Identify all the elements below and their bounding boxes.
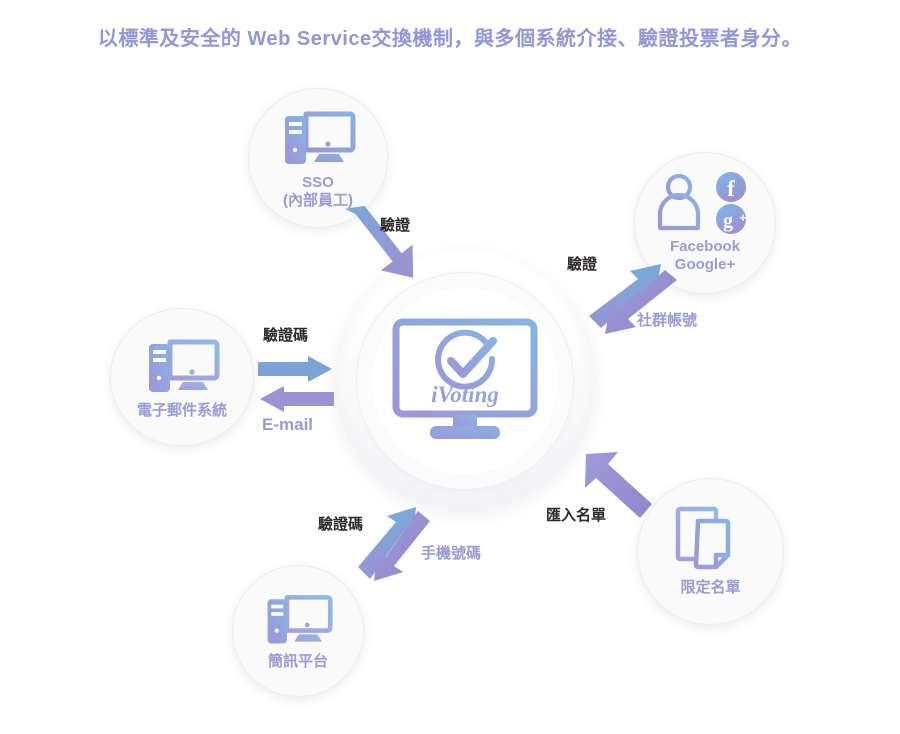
node-social-label: Facebook Google+: [670, 238, 740, 275]
edge-label-roster-import: 匯入名單: [546, 507, 607, 524]
node-social[interactable]: f g + Facebook Google+: [634, 152, 776, 294]
arrow-roster-to-hub: [585, 452, 652, 518]
edge-label-social-account: 社群帳號: [637, 312, 698, 329]
node-sso[interactable]: SSO (內部員工): [248, 88, 388, 228]
svg-text:g: g: [723, 210, 733, 232]
edge-label-email-code: 驗證碼: [263, 327, 309, 344]
node-email-label: 電子郵件系統: [136, 401, 227, 419]
page-title: 以標準及安全的 Web Service交換機制，與多個系統介接、驗證投票者身分。: [97, 28, 803, 50]
node-email[interactable]: 電子郵件系統: [110, 308, 254, 446]
svg-text:f: f: [727, 176, 735, 201]
node-social-label-line2: Google+: [674, 256, 736, 273]
facebook-badge: [716, 171, 746, 202]
node-roster[interactable]: 限定名單: [637, 478, 784, 625]
node-sso-label-line2: (內部員工): [283, 192, 353, 209]
node-sms-label: 簡訊平台: [267, 653, 328, 671]
arrow-email-to-hub: [258, 356, 334, 412]
documents-icon: [675, 507, 730, 570]
node-sso-label: SSO (內部員工): [283, 174, 353, 211]
arrow-hub-to-social: [589, 264, 677, 334]
edge-label-email-name: E-mail: [262, 415, 314, 434]
edge-label-sms-code: 驗證碼: [318, 516, 364, 533]
svg-text:+: +: [739, 210, 747, 225]
node-sso-label-line1: SSO: [302, 173, 334, 191]
edge-label-sso-verify: 驗證: [380, 217, 411, 234]
desktop-computer-icon: [149, 339, 220, 392]
arrow-sms-to-hub: [358, 507, 430, 581]
desktop-computer-icon: [285, 111, 356, 164]
node-sms[interactable]: 簡訊平台: [232, 565, 364, 697]
hub-wordmark: iVoting: [431, 382, 499, 407]
person-social-badges-icon: f g +: [657, 171, 747, 234]
arrow-sso-to-hub: [344, 205, 414, 278]
monitor-check-icon: iVoting: [392, 318, 538, 439]
hub-ring-mid: iVoting: [356, 272, 574, 490]
hub-ivoting[interactable]: iVoting: [334, 250, 596, 512]
node-social-label-line1: Facebook: [669, 237, 741, 255]
edge-label-sms-phone: 手機號碼: [421, 545, 482, 562]
google-plus-badge: [716, 203, 746, 234]
desktop-computer-icon: [267, 595, 333, 644]
edge-label-social-verify: 驗證: [567, 256, 598, 273]
hub-ring-inner: iVoting: [372, 288, 558, 474]
node-roster-label: 限定名單: [680, 579, 741, 597]
